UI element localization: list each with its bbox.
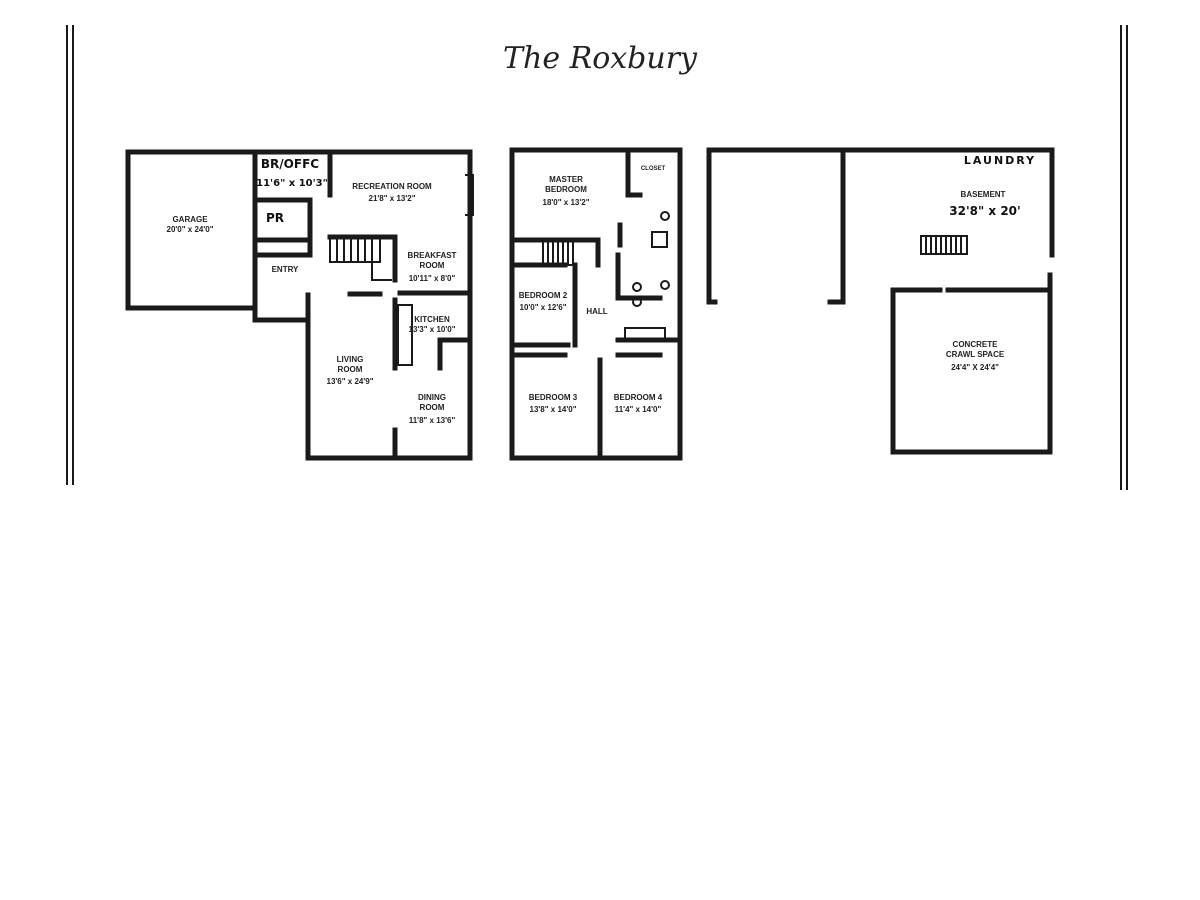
master-bedroom-label: MASTER — [549, 175, 583, 184]
bedroom3-size: 13'8" x 14'0" — [530, 405, 577, 414]
br-office-size: 11'6" x 10'3" — [256, 178, 328, 189]
basement-size: 32'8" x 20' — [949, 204, 1020, 218]
recreation-room-size: 21'8" x 13'2" — [369, 194, 416, 203]
stairs-icon — [329, 236, 392, 281]
second-floor-plan — [509, 147, 683, 461]
living-room-size: 13'6" x 24'9" — [327, 377, 374, 386]
stairs-icon — [542, 239, 574, 266]
living-room-label-2: ROOM — [338, 365, 363, 374]
plan-title: The Roxbury — [503, 41, 698, 76]
master-bedroom-size: 18'0" x 13'2" — [543, 198, 590, 207]
garage-label: GARAGE — [172, 215, 208, 224]
living-room-label: LIVING — [337, 355, 364, 364]
breakfast-room-label-2: ROOM — [420, 261, 445, 270]
entry-label: ENTRY — [272, 265, 299, 274]
basement-plan — [706, 147, 1055, 455]
master-bedroom-label-2: BEDROOM — [545, 185, 587, 194]
dining-room-label-2: ROOM — [420, 403, 445, 412]
bathroom-fixtures — [624, 211, 670, 341]
powder-room-label: PR — [266, 211, 284, 225]
kitchen-counter — [397, 304, 413, 366]
closet-label: CLOSET — [641, 166, 666, 172]
stairs-icon — [920, 235, 968, 255]
kitchen-size: 13'3" x 10'0" — [409, 325, 456, 334]
page-border-lines — [66, 25, 1128, 490]
recreation-room-label: RECREATION ROOM — [352, 182, 432, 191]
basement-labels: LAUNDRY BASEMENT 32'8" x 20' CONCRETE CR… — [946, 154, 1036, 372]
basement-label: BASEMENT — [961, 190, 1006, 199]
garage-size: 20'0" x 24'0" — [167, 225, 214, 234]
crawl-space-size: 24'4" X 24'4" — [951, 363, 999, 372]
kitchen-label: KITCHEN — [414, 315, 450, 324]
dining-room-size: 11'8" x 13'6" — [409, 416, 456, 425]
crawl-space-label-2: CRAWL SPACE — [946, 350, 1005, 359]
br-office-label: BR/OFFC — [261, 157, 319, 171]
dining-room-label: DINING — [418, 393, 446, 402]
bedroom4-size: 11'4" x 14'0" — [615, 405, 662, 414]
first-floor-plan — [125, 149, 474, 461]
first-floor-labels: GARAGE 20'0" x 24'0" BR/OFFC 11'6" x 10'… — [167, 157, 457, 425]
bedroom4-label: BEDROOM 4 — [614, 393, 663, 402]
bedroom2-label: BEDROOM 2 — [519, 291, 568, 300]
breakfast-room-size: 10'11" x 8'0" — [409, 274, 456, 283]
fireplace-icon — [465, 174, 474, 216]
hall-label: HALL — [586, 307, 607, 316]
second-floor-labels: MASTER BEDROOM 18'0" x 13'2" CLOSET BEDR… — [519, 166, 666, 414]
laundry-label: LAUNDRY — [964, 154, 1036, 167]
bedroom3-label: BEDROOM 3 — [529, 393, 578, 402]
breakfast-room-label: BREAKFAST — [408, 251, 457, 260]
crawl-space-label: CONCRETE — [953, 340, 999, 349]
bedroom2-size: 10'0" x 12'6" — [520, 303, 567, 312]
